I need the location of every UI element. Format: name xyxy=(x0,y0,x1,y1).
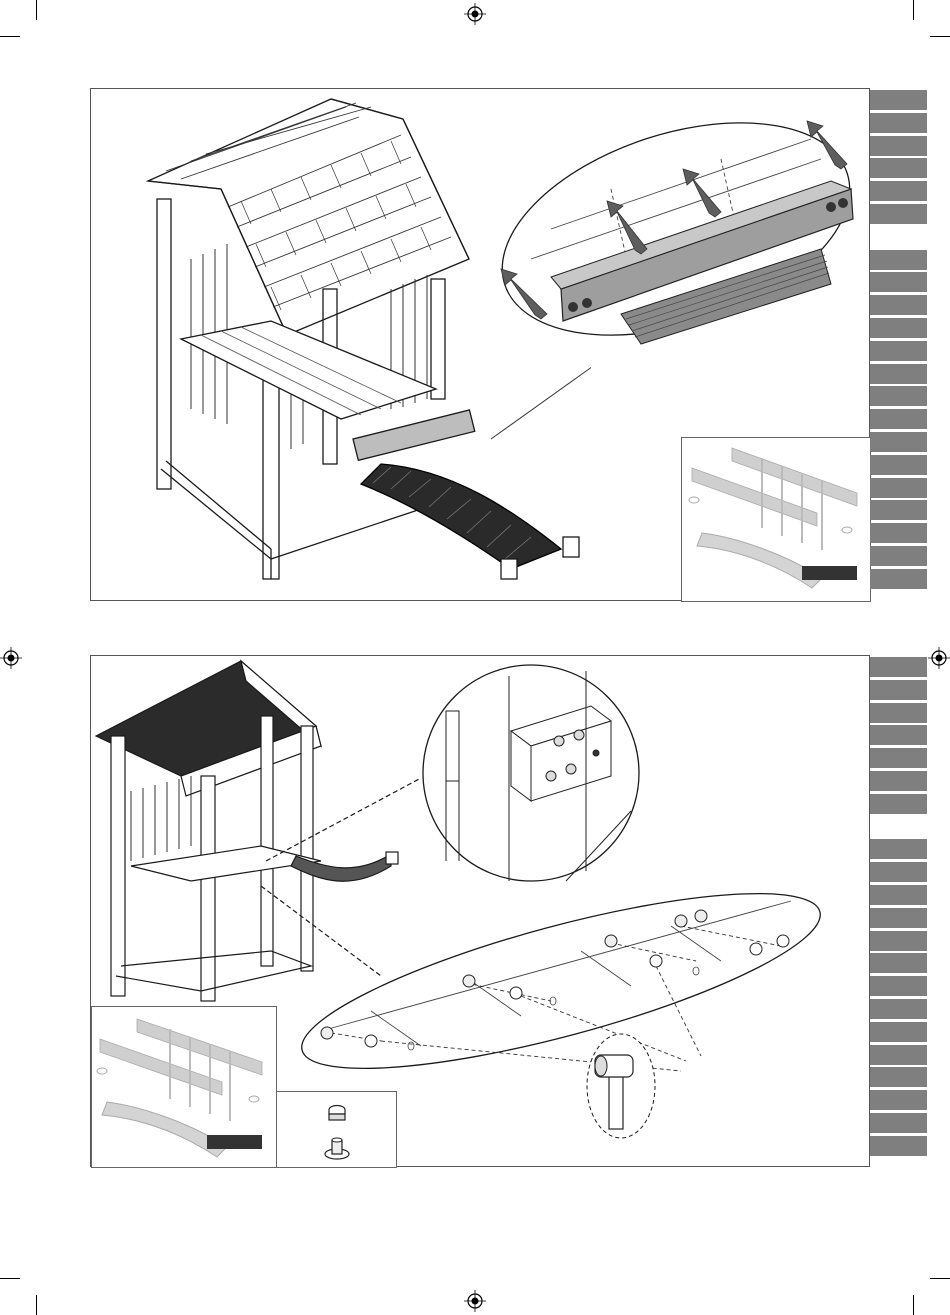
step-1-section-tab xyxy=(870,227,927,247)
crop-mark-top-left-v xyxy=(36,0,37,20)
registration-mark-left-icon xyxy=(0,647,22,669)
step-1-panel xyxy=(90,88,870,601)
crop-mark-top-right-v xyxy=(913,0,914,20)
step-2-section-tab xyxy=(870,725,927,745)
step-2-section-tab xyxy=(870,839,927,859)
step-2-section-tab xyxy=(870,771,927,791)
step-2-section-tab xyxy=(870,862,927,882)
step-1-section-tab xyxy=(870,295,927,315)
step-2-panel xyxy=(90,655,870,1167)
step-2-section-tab xyxy=(870,885,927,905)
step-1-section-tab xyxy=(870,272,927,292)
step-1-section-tab xyxy=(870,432,927,452)
step-2-section-tab xyxy=(870,1067,927,1087)
registration-mark-top-icon xyxy=(464,3,486,25)
hammer-icon xyxy=(581,1031,661,1141)
step-1-section-tab xyxy=(870,523,927,543)
step-1-section-tab xyxy=(870,455,927,475)
tee-nut-icon xyxy=(323,1136,351,1162)
crop-mark-top-right-h xyxy=(930,36,950,37)
step-1-section-tab xyxy=(870,569,927,589)
step-2-overview-inset xyxy=(91,1006,277,1168)
crop-mark-bottom-left-v xyxy=(36,1295,37,1315)
cap-nut-row-icon xyxy=(291,881,831,1081)
step-1-section-tab xyxy=(870,341,927,361)
step-1-section-tab xyxy=(870,90,927,110)
step-2-section-tab xyxy=(870,680,927,700)
step-2-section-tab xyxy=(870,908,927,928)
step-2-section-tab xyxy=(870,999,927,1019)
step-1-section-tab xyxy=(870,364,927,384)
bolt-detail-icon xyxy=(411,661,651,886)
step-2-section-tab xyxy=(870,953,927,973)
step-2-section-tab xyxy=(870,1136,927,1156)
step-1-section-tab xyxy=(870,386,927,406)
step-2-section-tab xyxy=(870,748,927,768)
step-2-section-tab xyxy=(870,794,927,814)
step-1-section-tab xyxy=(870,546,927,566)
step-2-section-tab xyxy=(870,703,927,723)
step-2-section-tab xyxy=(870,1045,927,1065)
step-1-section-tab xyxy=(870,318,927,338)
step-1-section-tab xyxy=(870,181,927,201)
step-1-section-tab xyxy=(870,478,927,498)
registration-mark-right-icon xyxy=(928,647,950,669)
bridge-overview-thumbnail-icon xyxy=(92,1007,276,1167)
step-2-section-tab xyxy=(870,931,927,951)
step-2-hardware-inset xyxy=(276,1091,397,1168)
step-2-section-tab xyxy=(870,1022,927,1042)
crop-mark-bottom-right-v xyxy=(913,1295,914,1315)
step-1-section-tab xyxy=(870,204,927,224)
crop-mark-bottom-right-h xyxy=(930,1278,950,1279)
step-1-overview-inset xyxy=(681,437,871,602)
step-2-section-tab xyxy=(870,976,927,996)
step-1-section-tab xyxy=(870,500,927,520)
crop-mark-bottom-left-h xyxy=(0,1278,20,1279)
step-2-section-tab xyxy=(870,657,927,677)
step-1-section-tab xyxy=(870,158,927,178)
crop-mark-top-left-h xyxy=(0,36,20,37)
step-2-section-tab xyxy=(870,1090,927,1110)
cap-nut-icon xyxy=(325,1100,349,1124)
step-1-section-tab xyxy=(870,113,927,133)
step-2-section-tab xyxy=(870,817,927,837)
arrow-up-icon xyxy=(491,109,861,349)
step-1-section-tab xyxy=(870,250,927,270)
step-1-section-tab xyxy=(870,136,927,156)
step-2-section-tab xyxy=(870,1113,927,1133)
step-1-section-tab xyxy=(870,409,927,429)
registration-mark-bottom-icon xyxy=(464,1290,486,1312)
bridge-overview-thumbnail-icon xyxy=(682,438,870,601)
step-2-tab-strip xyxy=(870,657,927,1167)
step-1-tab-strip xyxy=(870,90,927,600)
